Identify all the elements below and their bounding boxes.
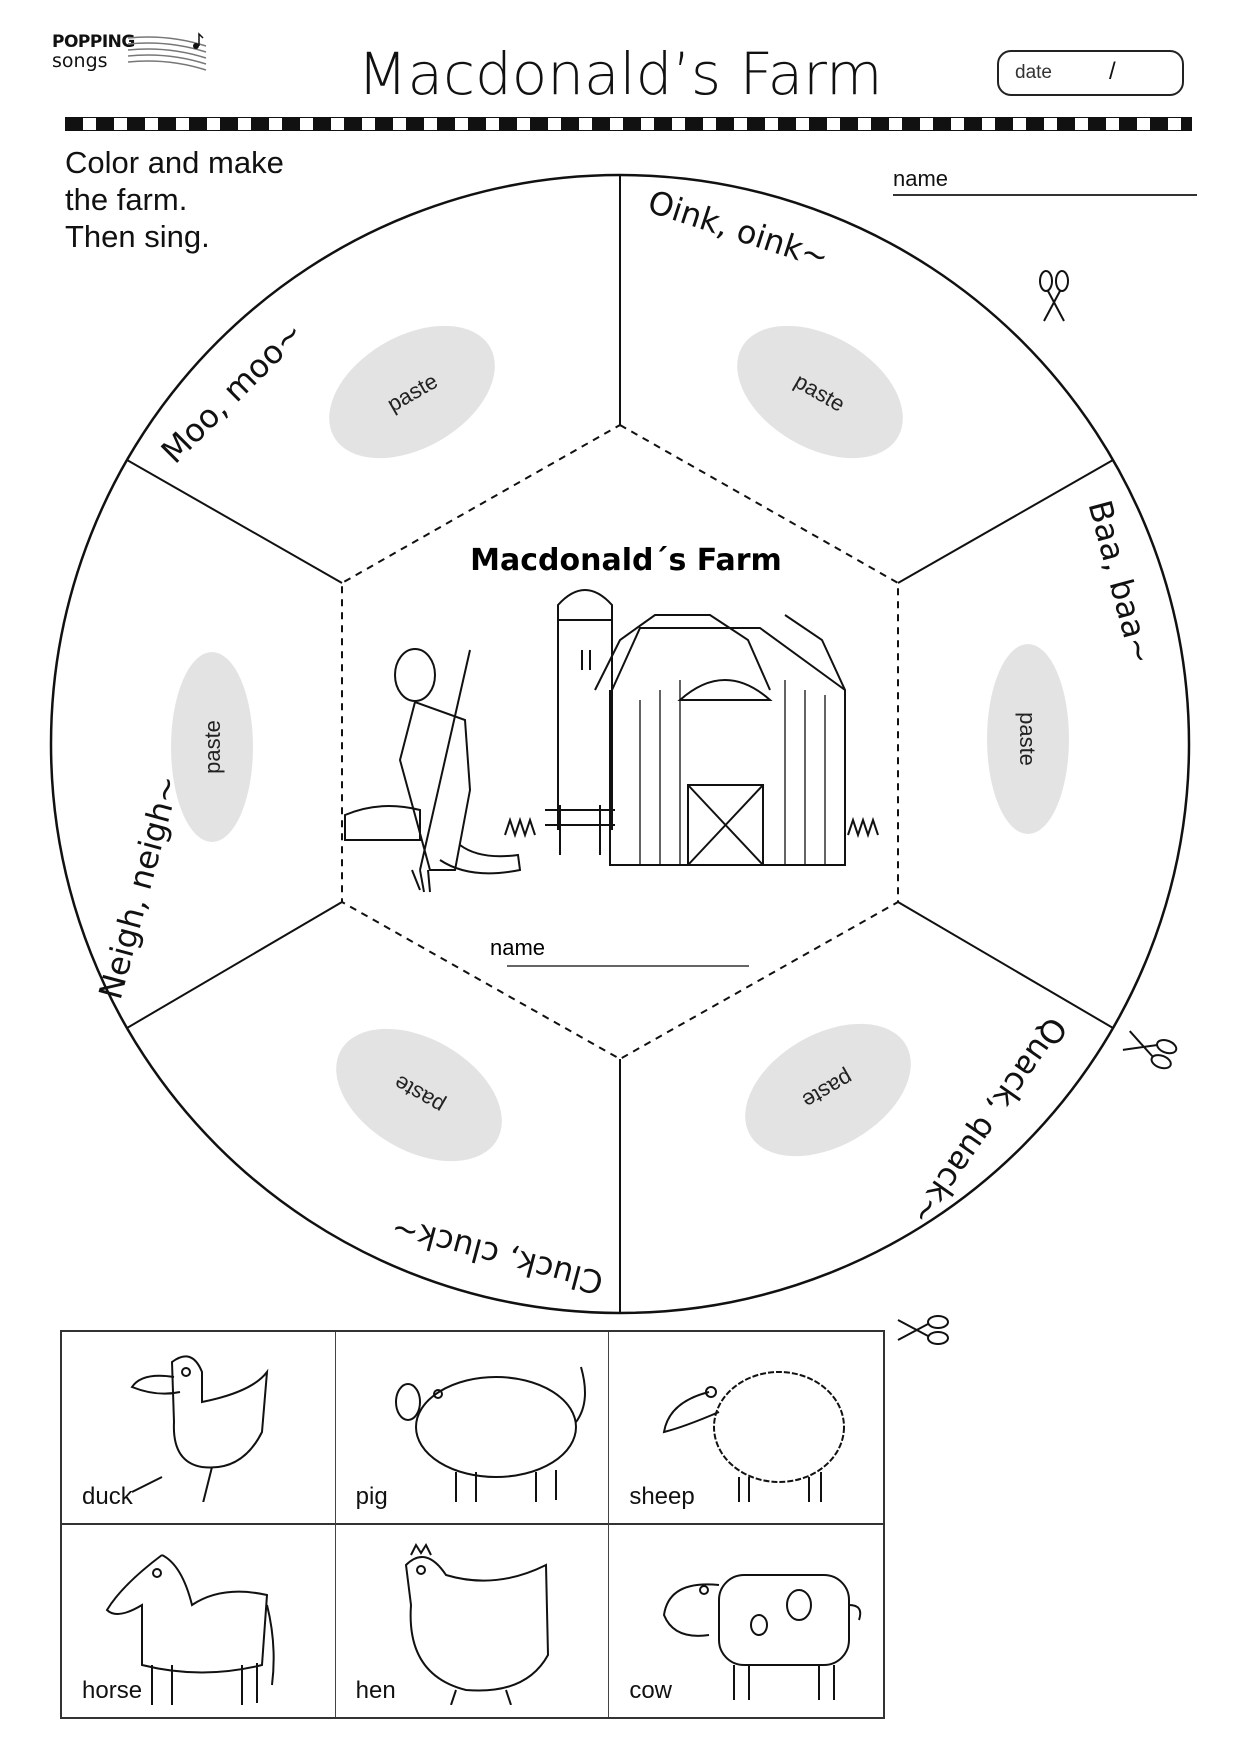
sound-moo: Moo, moo~ (154, 314, 311, 471)
card-label: sheep (629, 1482, 695, 1510)
duck-icon (130, 1355, 269, 1502)
sound-baa: Baa, baa~ (1081, 496, 1161, 668)
card-label: cow (629, 1677, 673, 1704)
card-label: pig (355, 1482, 388, 1510)
svg-text:paste: paste (1015, 712, 1040, 766)
instruction-line: Then sing. (65, 219, 210, 254)
pig-icon (394, 1366, 586, 1502)
paste-area[interactable]: paste (171, 652, 253, 842)
card-sheep[interactable]: sheep (609, 1332, 883, 1525)
paste-area[interactable]: paste (306, 299, 518, 486)
name-field[interactable]: name (893, 166, 1197, 196)
date-field[interactable]: date / (997, 50, 1184, 96)
checkered-divider (65, 117, 1192, 131)
sound-cluck: Cluck, cluck~ (387, 1209, 607, 1302)
card-horse[interactable]: horse (62, 1524, 336, 1717)
cow-icon (663, 1573, 862, 1700)
logo-text-bottom: songs (52, 50, 108, 72)
center-name-label: name (490, 935, 545, 960)
popping-songs-logo: POPPING songs (52, 32, 212, 76)
date-label: date (1015, 62, 1052, 83)
card-pig[interactable]: pig (335, 1332, 610, 1525)
paste-area[interactable]: paste (714, 299, 926, 486)
instruction-line: the farm. (65, 182, 188, 217)
date-separator: / (1109, 58, 1116, 85)
scissors-icon (897, 1315, 949, 1345)
sheep-icon (663, 1371, 846, 1502)
logo-text-top: POPPING (52, 32, 135, 52)
sector-dividers (126, 175, 1114, 1313)
paste-area[interactable]: paste (313, 1002, 525, 1189)
hen-icon (404, 1542, 549, 1705)
paste-area[interactable]: paste (987, 644, 1069, 834)
card-duck[interactable]: duck (62, 1332, 336, 1525)
animal-cutout-cards: duck pig sheep horse hen cow (60, 1330, 885, 1719)
instructions: Color and make the farm. Then sing. (65, 144, 284, 255)
music-staff-icon (128, 32, 207, 71)
instruction-line: Color and make (65, 145, 284, 180)
sound-neigh: Neigh, neigh~ (91, 771, 187, 1003)
scissors-icon (1122, 1030, 1178, 1070)
farm-illustration (344, 589, 879, 893)
center-hexagon-cutline (341, 423, 899, 1061)
svg-text:paste: paste (200, 720, 225, 774)
scissors-icon (1039, 270, 1069, 322)
paste-area[interactable]: paste (722, 997, 934, 1184)
card-label: horse (82, 1677, 143, 1704)
sound-oink: Oink, oink~ (643, 183, 833, 277)
horse-icon (105, 1553, 275, 1705)
center-title: Macdonald´s Farm (470, 543, 782, 578)
card-hen[interactable]: hen (336, 1524, 610, 1717)
card-label: hen (355, 1677, 396, 1704)
card-cow[interactable]: cow (609, 1525, 883, 1718)
page-title: Macdonald’s Farm (357, 40, 883, 108)
card-label: duck (82, 1482, 133, 1510)
paste-areas: paste paste paste paste paste paste (171, 299, 1069, 1189)
sound-quack: Quack, quack~ (903, 1010, 1074, 1232)
